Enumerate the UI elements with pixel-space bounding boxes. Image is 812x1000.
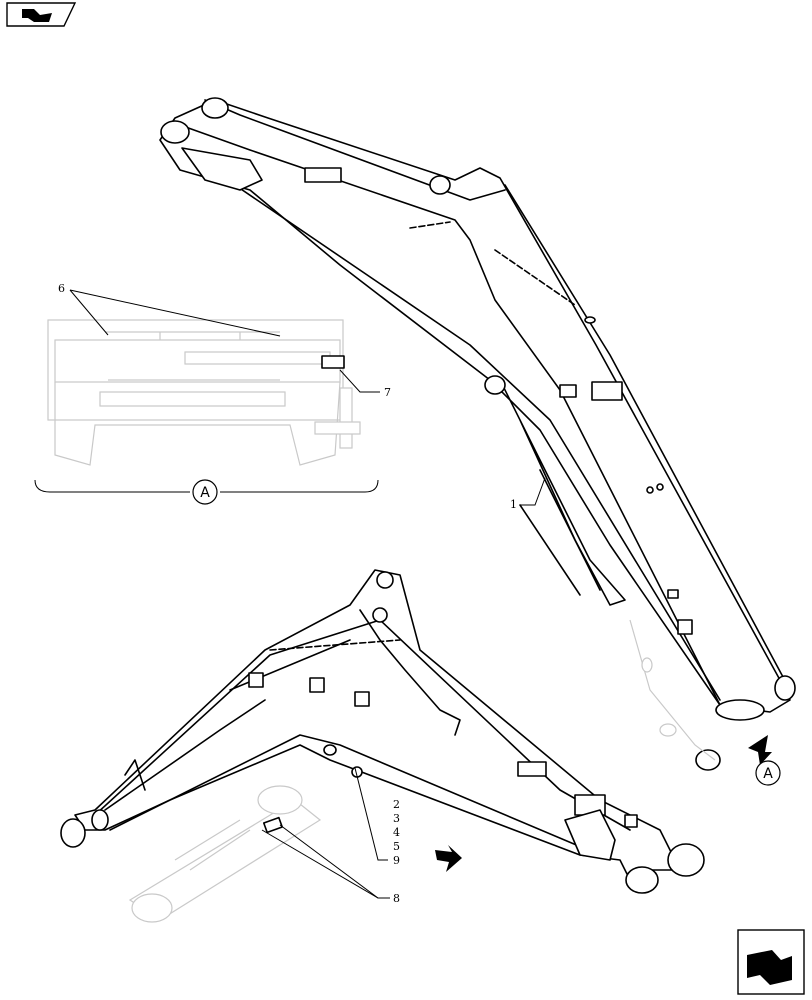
direction-arrow (435, 845, 462, 872)
callout-9: 9 (393, 854, 400, 867)
section-marker-a: A (192, 479, 218, 505)
callout-2: 2 (393, 798, 400, 811)
leader-8a (279, 824, 390, 899)
leader-7 (339, 369, 380, 393)
boom-lower-view (60, 569, 705, 923)
callout-7: 7 (384, 386, 391, 399)
leader-6a (69, 289, 109, 336)
leader-6b (69, 289, 281, 337)
boom-upper-view (159, 97, 796, 771)
callout-5: 5 (393, 840, 400, 853)
callout-8: 8 (393, 892, 400, 905)
callout-4: 4 (393, 826, 400, 839)
leader-1 (520, 477, 546, 506)
svg-text:A: A (763, 766, 773, 782)
view-arrow-a: A (748, 735, 781, 786)
detail-bracket (34, 479, 379, 493)
callout-1: 1 (510, 498, 517, 511)
leader-8b (261, 829, 390, 899)
nav-back-icon[interactable] (6, 2, 77, 27)
svg-text:A: A (200, 485, 210, 501)
nav-forward-icon[interactable] (737, 929, 805, 995)
callout-3: 3 (393, 812, 400, 825)
detail-view-a (47, 319, 361, 466)
callout-6: 6 (58, 282, 65, 295)
leader-2-9 (354, 767, 388, 861)
